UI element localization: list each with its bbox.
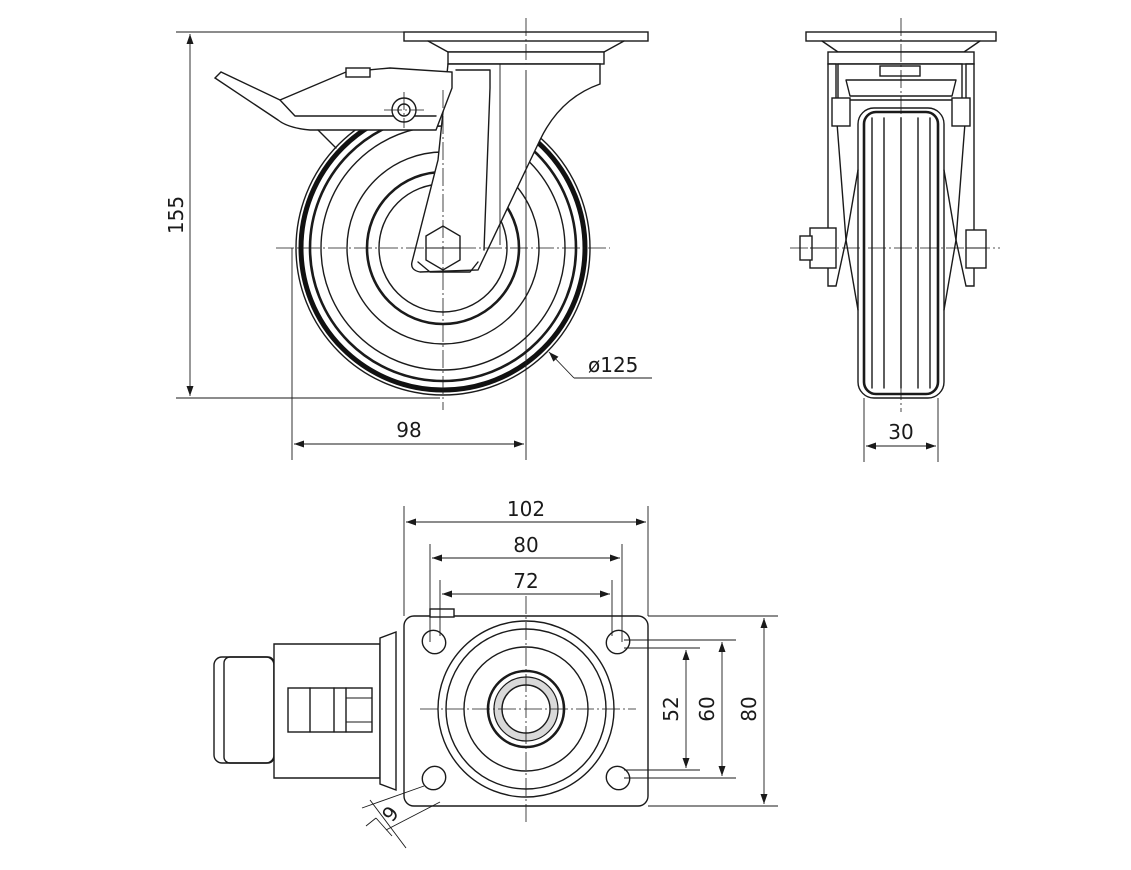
dim-wheel-width-label: 30 bbox=[888, 420, 913, 444]
dim-plate-depth: 80 bbox=[648, 615, 778, 807]
dim-hole-spacing-outer-label: 80 bbox=[513, 533, 538, 557]
brake-lever bbox=[213, 67, 453, 149]
dim-wheel-width: 30 bbox=[863, 398, 939, 462]
dim-wheel-diameter-label: ø125 bbox=[588, 353, 638, 377]
dim-total-height-label: 155 bbox=[164, 196, 188, 234]
dim-offset-label: 98 bbox=[396, 418, 421, 442]
dim-offset: 98 bbox=[291, 70, 527, 460]
top-view: 102 80 72 52 60 bbox=[213, 497, 778, 849]
bolt-hole-tr bbox=[605, 629, 631, 655]
dim-plate-width: 102 bbox=[403, 497, 649, 616]
dim-plate-depth-label: 80 bbox=[737, 696, 761, 721]
dim-hole-spacing-inner-label: 72 bbox=[513, 569, 538, 593]
dim-plate-depth-middle: 60 bbox=[624, 639, 736, 779]
brake-lever-top bbox=[213, 630, 397, 792]
dim-hole-spacing-inner: 72 bbox=[439, 569, 613, 636]
dim-plate-width-label: 102 bbox=[507, 497, 545, 521]
dim-total-height: 155 bbox=[164, 31, 440, 399]
dim-plate-depth-inner-label: 52 bbox=[659, 696, 683, 721]
dim-plate-depth-middle-label: 60 bbox=[695, 696, 719, 721]
bolt-hole-bl bbox=[421, 765, 447, 791]
bolt-hole-tl bbox=[421, 629, 447, 655]
dim-plate-depth-inner: 52 bbox=[624, 647, 700, 771]
front-view: 155 98 ø125 bbox=[164, 18, 652, 460]
end-view: 30 bbox=[790, 18, 1000, 462]
dim-hole-spacing-outer: 80 bbox=[429, 533, 623, 642]
dim-wheel-diameter: ø125 bbox=[548, 351, 652, 379]
fork-front bbox=[410, 63, 601, 273]
